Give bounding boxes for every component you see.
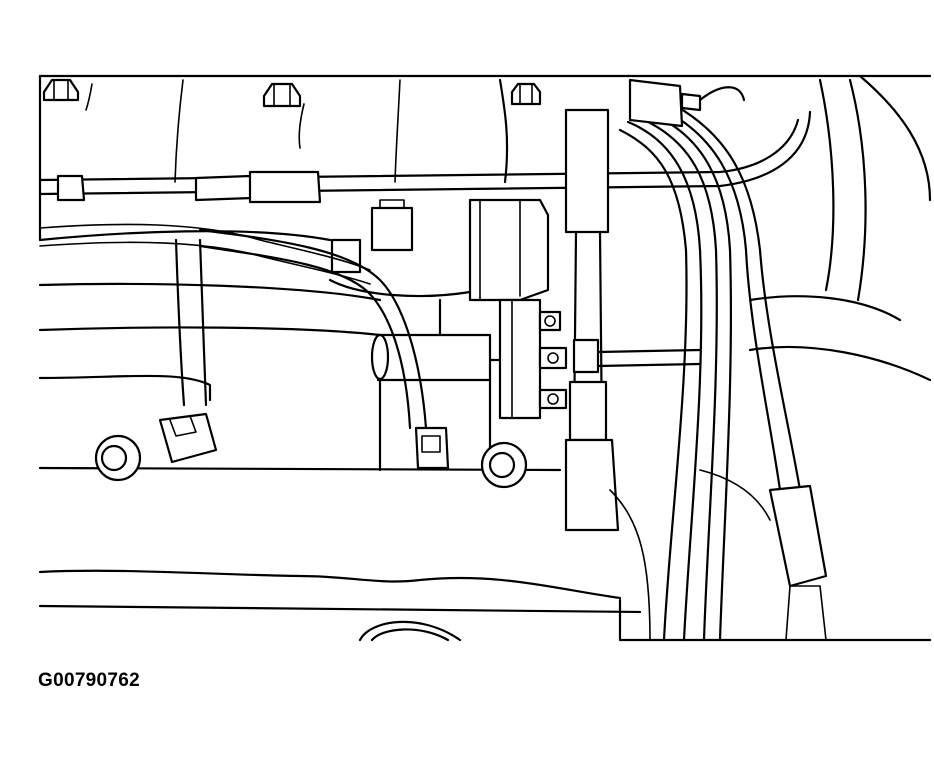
cover-bolt-center [482, 443, 526, 487]
left-connector [40, 224, 370, 284]
sensor-block [500, 300, 566, 418]
vertical-hose [566, 110, 700, 530]
figure-id-caption: G00790762 [38, 670, 141, 691]
cover-bolt-left [96, 436, 140, 480]
left-sensor-wire [160, 240, 216, 462]
top-bolt-left [44, 80, 92, 110]
distributor-body [330, 200, 548, 360]
plug-boot [770, 486, 826, 640]
horizontal-cable [40, 112, 810, 202]
right-panels [610, 76, 930, 640]
top-right-fitting [630, 80, 744, 126]
top-bolt-center [264, 84, 304, 148]
top-bolt-right [512, 84, 540, 104]
center-sensor-wire [200, 230, 448, 468]
plug-wires [620, 106, 800, 640]
valve-cover [40, 468, 640, 640]
upper-intake-outline [40, 76, 930, 240]
manifold-tubes [40, 284, 490, 470]
